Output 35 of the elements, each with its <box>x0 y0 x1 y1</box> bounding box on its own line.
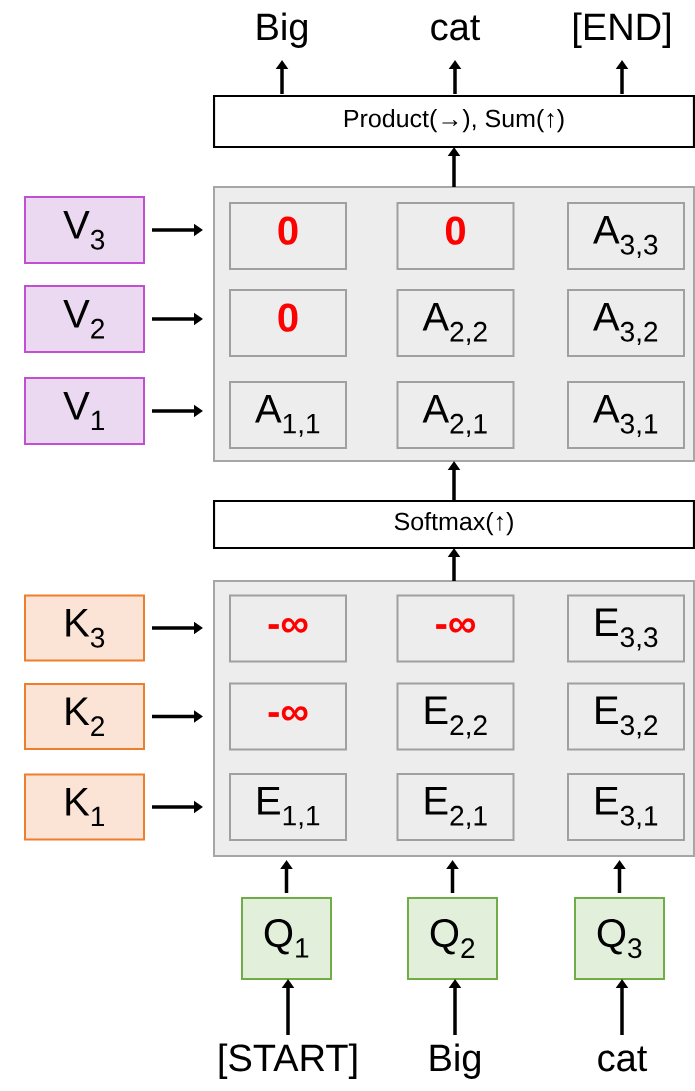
value-box: V$_{3}$ <box>24 196 145 264</box>
key-box: K$_{2}$ <box>24 683 145 750</box>
query-box: Q$_{2}$ <box>407 897 498 980</box>
operation-box: Product(→), Sum(↑) <box>212 94 695 149</box>
output-word: Big <box>257 12 307 48</box>
output-word: cat <box>431 15 481 41</box>
matrix-cell: -∞ <box>229 682 347 751</box>
output-word: cat <box>598 1046 648 1072</box>
matrix-cell: 0 <box>229 202 347 270</box>
matrix-cell: -∞ <box>396 594 515 663</box>
output-word: Big <box>430 1043 480 1079</box>
matrix-cell: E$_{2,1}$ <box>396 773 515 841</box>
matrix-cell: A$_{3,1}$ <box>567 381 685 449</box>
matrix-cell: E$_{2,2}$ <box>396 682 515 751</box>
query-box: Q$_{1}$ <box>241 897 332 980</box>
query-box: Q$_{3}$ <box>574 897 665 980</box>
matrix-cell: A$_{3,2}$ <box>567 289 685 357</box>
matrix-cell: E$_{1,1}$ <box>229 773 347 841</box>
key-box: K$_{1}$ <box>24 773 145 841</box>
output-word: [START] <box>219 1043 357 1079</box>
operation-box: Softmax(↑) <box>212 499 695 550</box>
matrix-cell: E$_{3,2}$ <box>567 682 685 751</box>
output-word: [END] <box>574 12 670 48</box>
matrix-cell: E$_{3,1}$ <box>567 773 685 841</box>
matrix-cell: E$_{3,3}$ <box>567 594 685 663</box>
matrix-cell: -∞ <box>229 594 347 663</box>
matrix-cell: A$_{2,1}$ <box>396 381 515 449</box>
matrix-cell: A$_{2,2}$ <box>396 289 515 357</box>
value-box: V$_{2}$ <box>24 285 145 353</box>
key-box: K$_{3}$ <box>24 594 145 662</box>
matrix-cell: 0 <box>396 202 515 270</box>
matrix-cell: 0 <box>229 289 347 357</box>
matrix-cell: A$_{3,3}$ <box>567 202 685 270</box>
matrix-cell: A$_{1,1}$ <box>229 381 347 449</box>
value-box: V$_{1}$ <box>24 377 145 445</box>
